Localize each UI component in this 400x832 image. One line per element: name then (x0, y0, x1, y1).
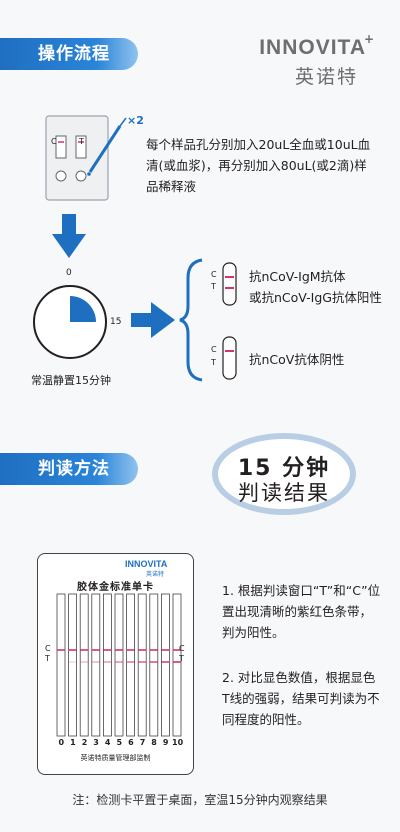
timer-caption: 常温静置15分钟 (31, 374, 111, 387)
card-number: 8 (151, 738, 157, 747)
arrow-down-icon (52, 214, 86, 258)
card-brand-cn: 英诺特 (146, 571, 165, 578)
result1-c-label: C (211, 270, 217, 279)
card-footer: 英诺特质量管理部监制 (80, 754, 151, 762)
cassette-t-label: T (79, 137, 84, 146)
reading-note-2: 2. 对比显色数值，根据显色T线的强弱，结果可判读为不同程度的阳性。 (222, 670, 380, 727)
result2-c-label: C (211, 345, 217, 354)
brand-logo: INNOVITA (259, 36, 366, 59)
cassette-c-label: C (51, 137, 57, 146)
reading-note-1: 1. 根据判读窗口“T”和“C”位置出现清晰的紫红色条带，判为阳性。 (222, 583, 381, 640)
card-strip (114, 593, 124, 737)
card-number: 6 (128, 738, 134, 747)
result1-line2: 或抗nCoV-IgG抗体阳性 (249, 290, 382, 305)
card-strip (91, 593, 101, 737)
section-title-reading: 判读方法 (0, 453, 138, 485)
card-strip (56, 593, 66, 737)
card-t-label-left: T (45, 654, 50, 663)
card-number: 0 (58, 738, 65, 747)
card-strips (56, 593, 182, 737)
card-number: 9 (162, 738, 169, 747)
card-strip (149, 593, 159, 737)
drop-multiplier: ×2 (127, 114, 144, 127)
card-c-label-right: C (179, 644, 185, 653)
result1-t-label: T (211, 282, 216, 291)
card-strip (68, 593, 78, 737)
card-number: 2 (81, 738, 88, 747)
card-c-label-left: C (45, 644, 51, 653)
brace-icon (179, 258, 203, 382)
read-time-badge: 15 分钟 判读结果 (212, 433, 356, 515)
step1-instruction: 每个样品孔分别加入20uL全血或10uL血清(或血浆)，再分别加入80uL(或2… (146, 137, 371, 194)
card-number: 7 (139, 738, 146, 747)
result1-line1: 抗nCoV-IgM抗体 (249, 269, 346, 284)
read-time-line2: 判读结果 (238, 481, 330, 505)
logo-plus-icon: + (363, 32, 374, 46)
footer-note: 注：检测卡平置于桌面，室温15分钟内观察结果 (72, 793, 328, 807)
card-strip (137, 593, 147, 737)
arrow-right-icon (131, 302, 175, 338)
result-strip-negative (222, 336, 237, 380)
timer-label-15: 15 (110, 317, 122, 327)
brand-logo-cn: 英诺特 (294, 66, 358, 88)
timer-clock-icon (33, 285, 107, 359)
card-number: 5 (116, 738, 123, 747)
card-number: 1 (70, 738, 76, 747)
section-title-procedure: 操作流程 (0, 38, 138, 70)
card-number: 4 (104, 738, 111, 747)
timer-label-0: 0 (66, 268, 72, 278)
card-strip (103, 593, 112, 737)
card-brand: INNOVITA (125, 559, 168, 569)
result2-t-label: T (211, 358, 216, 367)
read-time-line1: 15 分钟 (237, 456, 331, 481)
card-title: 胶体金标准单卡 (77, 582, 154, 593)
result2-line1: 抗nCoV抗体阴性 (249, 352, 345, 367)
card-number: 10 (172, 738, 184, 747)
test-cassette-illustration (45, 115, 127, 201)
card-strip (79, 593, 89, 737)
card-strip (172, 593, 182, 737)
result-strip-positive (222, 262, 237, 306)
card-number: 3 (93, 738, 99, 747)
card-strip (161, 593, 170, 737)
card-t-label-right: T (179, 654, 184, 663)
card-strip (126, 593, 135, 737)
